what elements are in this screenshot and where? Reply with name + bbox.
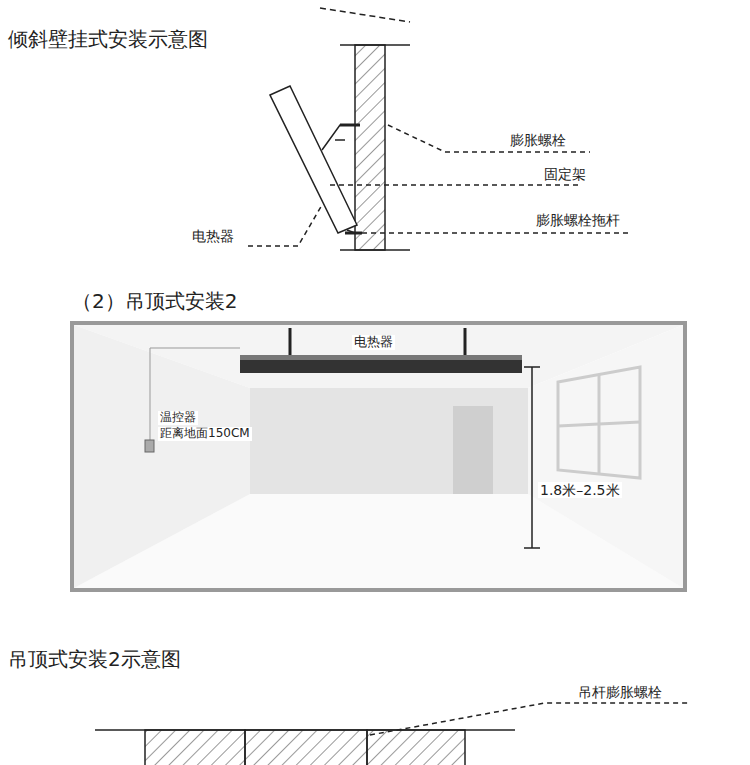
section-title: （2）吊顶式安装2 [72,290,237,313]
section-title: 倾斜壁挂式安装示意图 [8,28,208,51]
part-label: 固定架 [542,166,588,182]
part-label: 温控器 [158,411,198,425]
part-label: 电热器 [352,335,395,350]
ceiling-room-figure [72,323,685,590]
part-label: 距离地面150CM [158,427,252,441]
part-label: 电热器 [190,228,236,244]
ceiling-section-figure [95,703,690,765]
dimension-label: 1.8米–2.5米 [538,482,622,498]
part-label: 膨胀螺栓拖杆 [534,212,622,228]
section-title: 吊顶式安装2示意图 [8,648,181,671]
wall-mount-figure [248,8,630,250]
part-label: 膨胀螺栓 [508,132,568,148]
part-label: 吊杆膨胀螺栓 [576,684,664,700]
